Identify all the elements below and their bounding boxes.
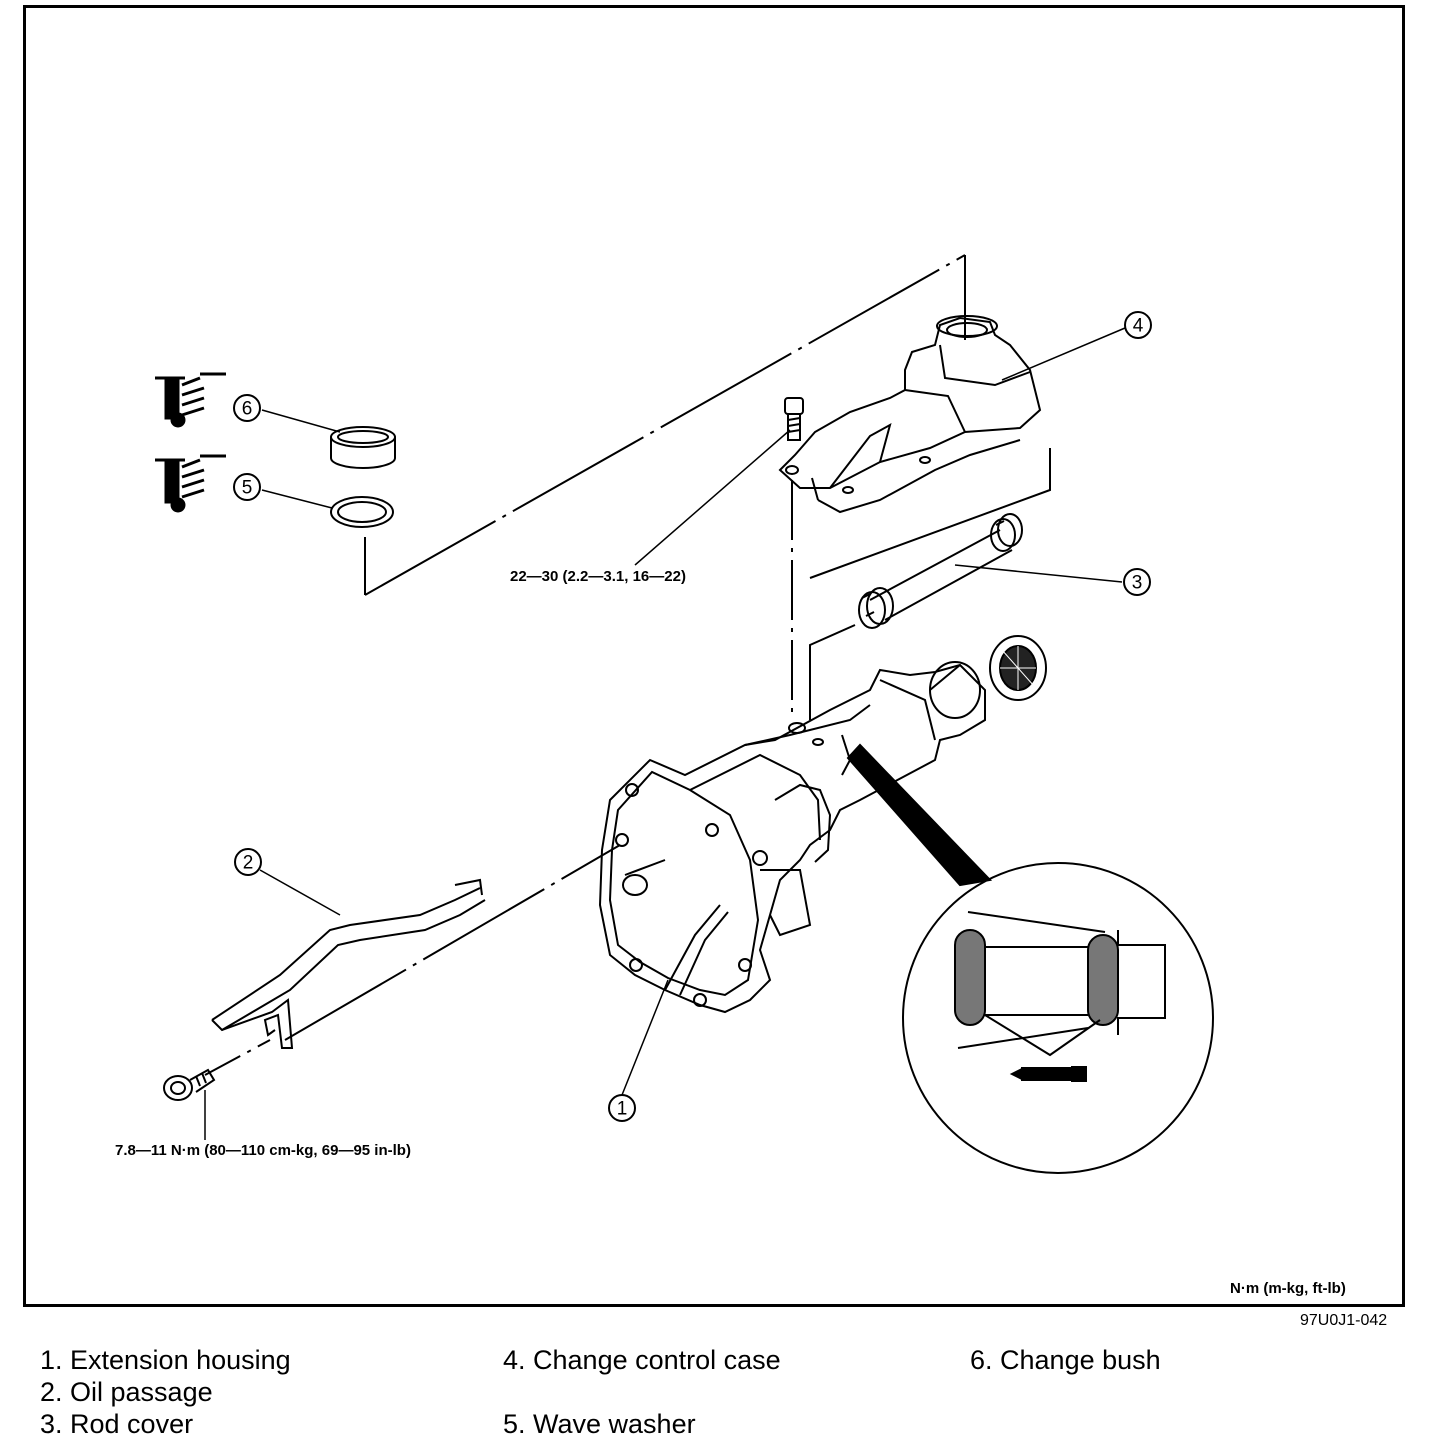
torque-spec-bottom-bolt: 7.8—11 N·m (80—110 cm-kg, 69—95 in-lb): [115, 1142, 411, 1159]
legend-item-5: 5. Wave washer: [503, 1409, 696, 1439]
oil-passage-part: [211, 878, 486, 1049]
callout-5: 5: [242, 478, 253, 499]
exploded-view-diagram: 4 3 6 5 2 1: [155, 254, 1214, 1174]
extension-housing-part: [598, 661, 986, 1014]
detail-pointer: [846, 743, 993, 887]
change-control-case-part: [778, 315, 1042, 514]
legend-item-1: 1. Extension housing: [40, 1345, 291, 1375]
callout-6: 6: [242, 399, 253, 420]
units-note: N·m (m-kg, ft-lb): [1230, 1280, 1346, 1297]
callout-4: 4: [1133, 316, 1144, 337]
callout-2: 2: [243, 853, 254, 874]
legend-item-3: 3. Rod cover: [40, 1409, 194, 1439]
sealant-icon: [155, 372, 226, 428]
case-bolt: [784, 397, 804, 441]
rod-cover-part: [858, 513, 1023, 629]
legend-item-4: 4. Change control case: [503, 1345, 781, 1375]
callout-leaders: [204, 327, 1126, 1140]
callout-circles: [233, 311, 1152, 1122]
legend-item-6: 6. Change bush: [970, 1345, 1161, 1375]
diagram-frame: [23, 5, 1405, 1307]
change-bush-part: [330, 426, 396, 469]
callout-3: 3: [1132, 573, 1143, 594]
callout-1: 1: [617, 1099, 628, 1120]
end-cap-part: [989, 635, 1047, 701]
torque-spec-top-bolt: 22—30 (2.2—3.1, 16—22): [510, 568, 686, 585]
sealant-tube-icon: [1009, 1066, 1087, 1082]
figure-id: 97U0J1-042: [1300, 1312, 1388, 1329]
assembly-leader-lines: [204, 254, 1051, 1076]
legend-item-2: 2. Oil passage: [40, 1377, 213, 1407]
sealant-icon: [155, 454, 226, 513]
seal-detail-view: [902, 862, 1214, 1174]
wave-washer-part: [330, 496, 394, 528]
oil-passage-bolt: [163, 1068, 216, 1101]
